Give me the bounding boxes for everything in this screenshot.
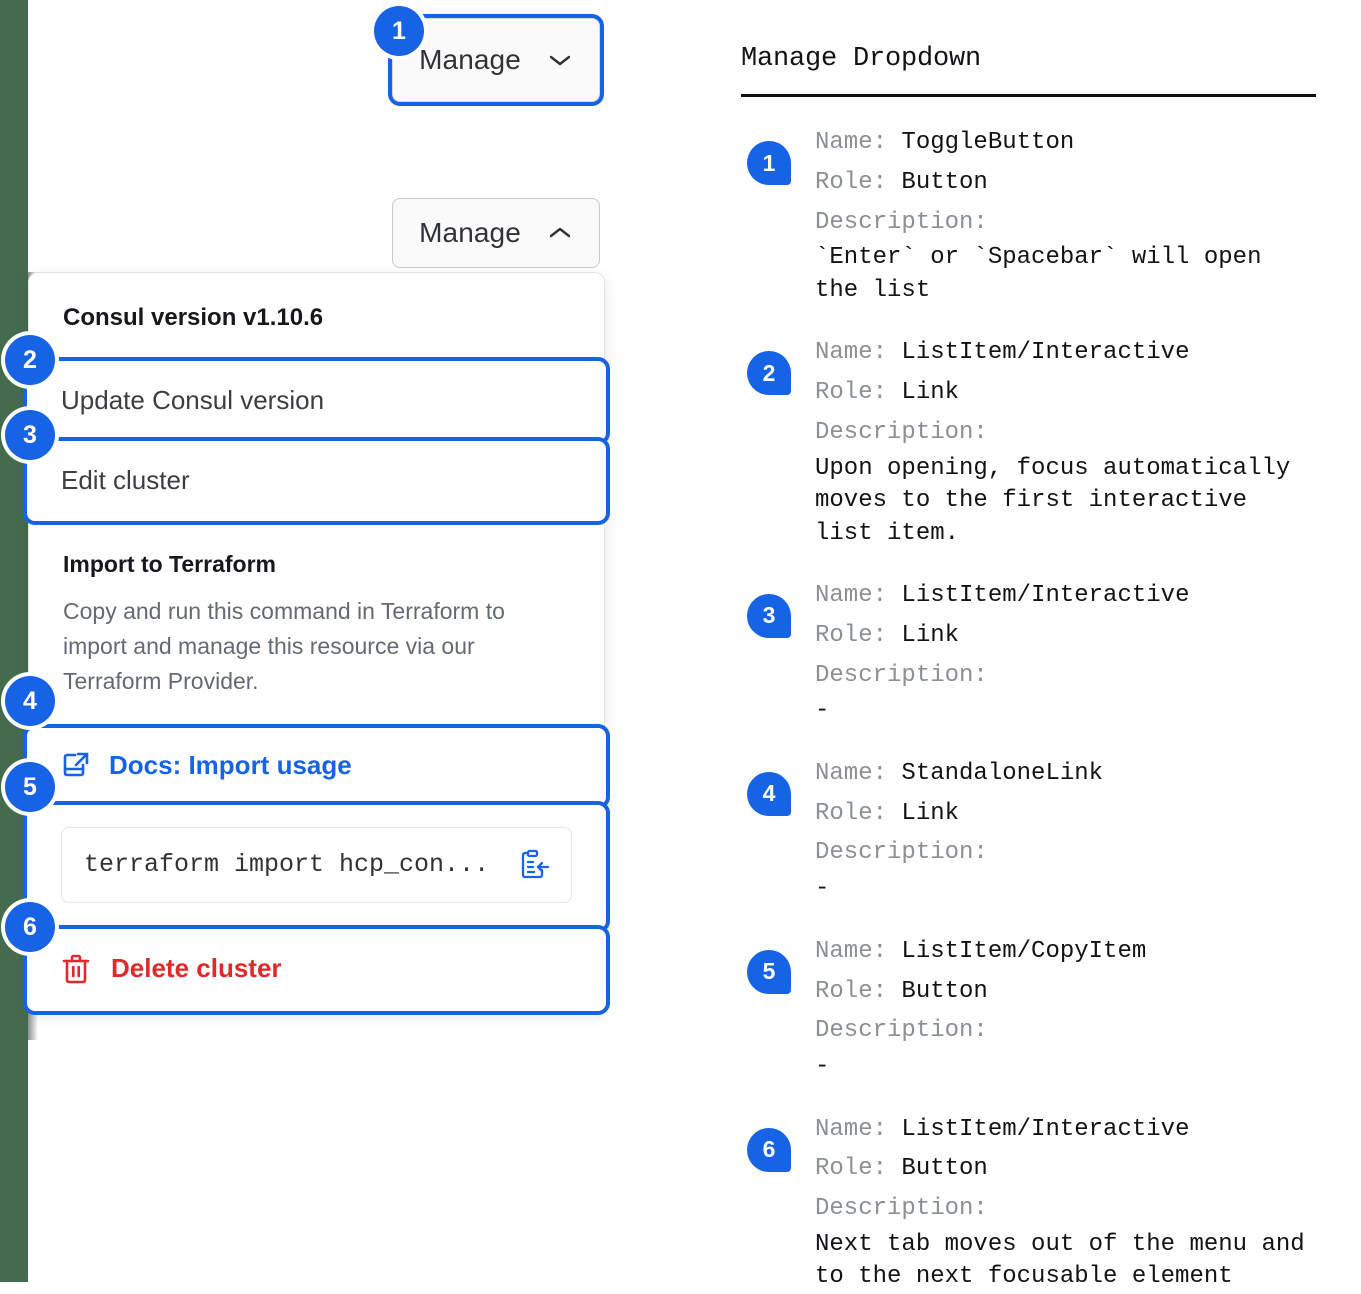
import-to-terraform-description: Copy and run this command in Terraform t… [63, 598, 505, 695]
terraform-command-field[interactable]: terraform import hcp_con... [61, 826, 572, 903]
legend-name-row: Name: ListItem/CopyItem [815, 937, 1147, 965]
legend-description-label: Description: [815, 1195, 988, 1223]
legend-role-row: Role: Button [815, 977, 988, 1005]
legend-description-text: - [815, 1053, 830, 1081]
step-badge-3: 3 [5, 410, 55, 460]
terraform-command-value: terraform import hcp_con... [84, 850, 490, 880]
legend-description-label: Description: [815, 839, 988, 867]
step-badge-1: 1 [374, 6, 424, 56]
legend-description-text: Upon opening, focus automatically moves … [815, 454, 1291, 547]
docs-import-usage-link[interactable]: Docs: Import usage [27, 728, 606, 805]
chevron-up-icon [547, 225, 573, 241]
manage-toggle-button-open[interactable]: Manage [392, 198, 600, 268]
legend-name-row: Name: ListItem/Interactive [815, 339, 1190, 367]
docs-external-link-icon [61, 750, 91, 780]
trash-icon [61, 953, 91, 985]
chevron-down-icon [547, 52, 573, 68]
manage-toggle-label: Manage [419, 44, 521, 75]
legend-badge-4: 4 [747, 771, 791, 816]
legend-description-label: Description: [815, 1017, 988, 1045]
legend-role-row: Role: Link [815, 379, 960, 407]
step-badge-6: 6 [5, 902, 55, 952]
manage-toggle-button-focused[interactable]: Manage [392, 18, 600, 102]
legend-description-text: - [815, 875, 830, 903]
legend-description-label: Description: [815, 418, 988, 446]
consul-version-heading: Consul version v1.10.6 [63, 304, 324, 331]
legend-description-text: - [815, 697, 830, 725]
copy-command-wrapper: terraform import hcp_con... [27, 805, 606, 929]
copy-clipboard-icon[interactable] [517, 848, 551, 882]
import-to-terraform-section: Import to Terraform Copy and run this co… [29, 521, 604, 710]
legend-badge-3: 3 [747, 593, 791, 638]
legend-name-row: Name: ToggleButton [815, 129, 1075, 156]
legend-badge-2: 2 [747, 351, 791, 396]
step-badge-4: 4 [5, 676, 55, 726]
legend-name-row: Name: ListItem/Interactive [815, 1115, 1190, 1143]
legend-badge-1: 1 [747, 141, 791, 185]
dropdown-item-docs-import-usage[interactable]: Docs: Import usage [27, 727, 606, 805]
legend-name-row: Name: StandaloneLink [815, 759, 1104, 787]
legend-description-label: Description: [815, 661, 988, 689]
delete-cluster-label: Delete cluster [111, 953, 282, 984]
legend-description-text: `Enter` or `Spacebar` will open the list [815, 244, 1262, 304]
legend-role-row: Role: Button [815, 168, 988, 196]
page-edge-strip [0, 0, 28, 1282]
legend-role-row: Role: Link [815, 799, 960, 827]
legend-description-text: Next tab moves out of the menu and to th… [815, 1231, 1305, 1291]
docs-import-usage-label: Docs: Import usage [109, 749, 352, 780]
legend-badge-5: 5 [747, 949, 791, 994]
update-consul-version-label: Update Consul version [61, 385, 325, 415]
dropdown-item-copy-command[interactable]: terraform import hcp_con... [27, 804, 606, 929]
legend-role-row: Role: Link [815, 621, 960, 649]
step-badge-2: 2 [5, 335, 55, 385]
dropdown-demo-pane: Manage Manage Consul version v1.10.6 Upd… [5, 6, 606, 1040]
legend-badge-6: 6 [747, 1127, 791, 1172]
dropdown-item-update-consul-version[interactable]: Update Consul version [27, 361, 606, 441]
dropdown-item-delete-cluster[interactable]: Delete cluster [27, 928, 606, 1011]
manage-toggle-open-label: Manage [419, 217, 521, 248]
dropdown-item-edit-cluster[interactable]: Edit cluster [27, 441, 606, 521]
manage-dropdown-panel: Consul version v1.10.6 Update Consul ver… [27, 272, 606, 1012]
edit-cluster-label: Edit cluster [61, 465, 190, 495]
legend-name-row: Name: ListItem/Interactive [815, 581, 1190, 609]
legend-description-label: Description: [815, 208, 988, 236]
step-badge-5: 5 [5, 762, 55, 812]
delete-cluster-action[interactable]: Delete cluster [27, 929, 606, 1011]
import-to-terraform-title: Import to Terraform [63, 551, 276, 577]
legend-title: Manage Dropdown [741, 44, 982, 74]
legend-divider [741, 94, 1316, 97]
legend-role-row: Role: Button [815, 1155, 988, 1183]
